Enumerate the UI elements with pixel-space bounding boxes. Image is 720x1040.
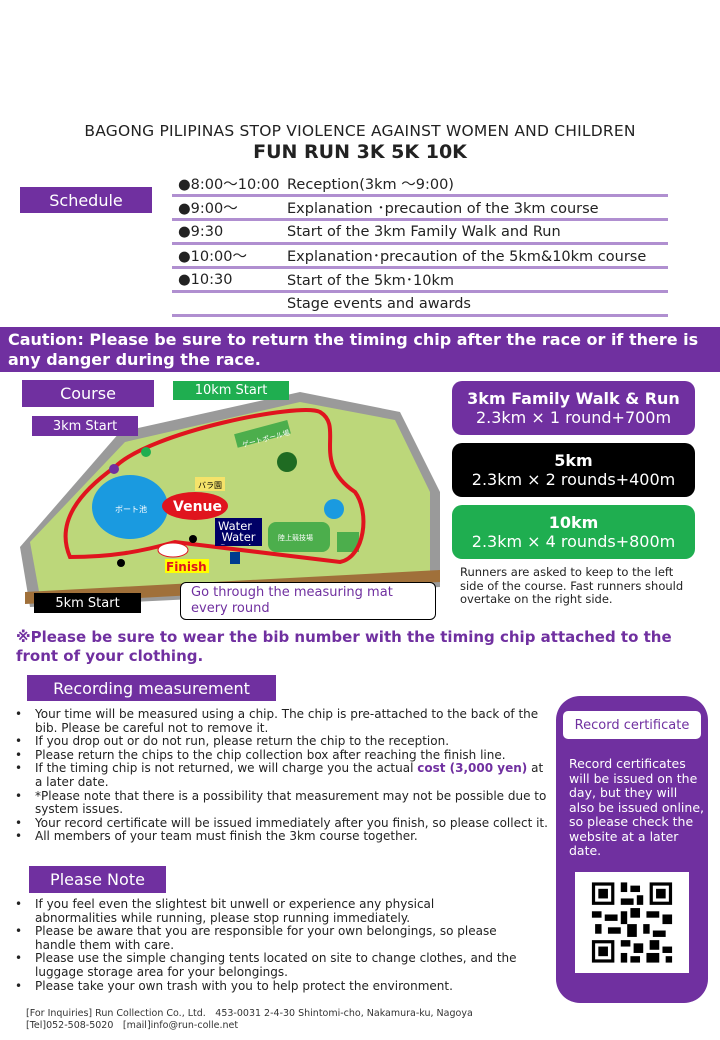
schedule-row: ●9:30 Start of the 3km Family Walk and Ru… <box>172 221 668 245</box>
schedule-time: ●10:00～ <box>178 249 247 265</box>
finish-area <box>157 542 189 558</box>
distance-detail: 2.3km × 4 rounds+800m <box>471 532 676 551</box>
event-title: FUN RUN 3K 5K 10K <box>253 141 467 163</box>
measuring-mat-marker <box>189 535 197 543</box>
schedule-label: Schedule <box>20 187 152 213</box>
recording-list: Your time will be measured using a chip.… <box>15 707 550 844</box>
stadium-label: 陸上競技場 <box>278 533 313 542</box>
record-certificate-text: Record certificates will be issued on th… <box>569 756 704 858</box>
distance-name: 10km <box>548 513 599 532</box>
stadium <box>268 522 330 552</box>
measuring-mat-note: Go through the measuring mat every round <box>180 582 436 620</box>
cost-highlight: cost (3,000 yen) <box>417 761 528 776</box>
rose-garden <box>195 477 225 491</box>
qr-code[interactable] <box>575 872 689 973</box>
distance-name: 3km Family Walk & Run <box>467 389 680 408</box>
venue-label: Venue <box>173 499 222 515</box>
list-item: All members of your team must finish the… <box>15 830 550 844</box>
list-item: Please take your own trash with you to h… <box>15 979 520 994</box>
keep-left-note: Runners are asked to keep to the left si… <box>460 565 684 606</box>
schedule-text: Stage events and awards <box>287 295 471 312</box>
bib-notice: ※Please be sure to wear the bib number w… <box>16 628 672 665</box>
3km-start-label: 3km Start <box>32 416 138 436</box>
5km-start-marker <box>117 559 125 567</box>
footer-address: [For Inquiries] Run Collection Co., Ltd.… <box>26 1008 473 1019</box>
schedule-row: ●8:00～10:00 Reception(3km ～9:00) <box>172 173 668 197</box>
schedule-text: Start of the 3km Family Walk and Run <box>287 223 561 240</box>
schedule-time: ●10:30 <box>178 271 233 288</box>
schedule-text: Reception(3km ～9:00) <box>287 177 454 193</box>
finish-label: Finish <box>166 560 207 574</box>
list-item: Please use the simple changing tents loc… <box>15 952 520 979</box>
water-supply-label: Water Supply <box>219 531 258 545</box>
schedule-row: ●9:00～ Explanation ･precaution of the 3km… <box>172 197 668 221</box>
schedule-time: ●9:00～ <box>178 201 238 217</box>
gateball-field <box>234 419 291 448</box>
5km-start-label: 5km Start <box>34 593 141 613</box>
list-item-text: at a later date. <box>35 761 544 789</box>
distance-detail: 2.3km × 2 rounds+400m <box>471 470 676 489</box>
footer-contact: [Tel]052-508-5020 [mail]info@run-colle.n… <box>26 1020 239 1031</box>
schedule-text: Start of the 5km･10km <box>287 273 454 289</box>
list-item: Please return the chips to the chip coll… <box>15 748 550 763</box>
course-route <box>63 408 366 565</box>
schedule-time: ●9:30 <box>178 223 224 240</box>
list-item-text: If the timing chip is not returned, we w… <box>35 761 414 776</box>
list-item: If the timing chip is not returned, we w… <box>15 762 550 789</box>
schedule-time: ●8:00～10:00 <box>178 177 280 193</box>
course-label: Course <box>22 380 154 407</box>
footer: [For Inquiries] Run Collection Co., Ltd.… <box>26 1008 473 1032</box>
record-certificate-label: Record certificate <box>563 711 701 739</box>
water-supply-bg <box>215 518 262 546</box>
finish-label-bg <box>165 559 209 573</box>
event-subtitle: BAGONG PILIPINAS STOP VIOLENCE AGAINST W… <box>84 122 636 140</box>
distance-name: 5km <box>554 451 593 470</box>
boat-pond <box>92 475 168 539</box>
record-certificate-panel: Record certificate Record certificates w… <box>556 696 708 1003</box>
3km-start-marker <box>109 464 119 474</box>
please-note-label: Please Note <box>29 866 166 893</box>
boat-pond-label: ボート池 <box>115 504 147 514</box>
venue-bubble <box>162 492 228 520</box>
list-item: If you feel even the slightest bit unwel… <box>15 897 520 925</box>
cup-icon <box>230 552 240 564</box>
list-item: Your time will be measured using a chip.… <box>15 707 550 735</box>
distance-detail: 2.3km × 1 round+700m <box>475 408 672 427</box>
10km-start-marker <box>141 447 151 457</box>
schedule-text: Explanation ･precaution of the 3km cours… <box>287 201 599 217</box>
fountain <box>324 499 344 519</box>
list-item: If you drop out or do not run, please re… <box>15 735 550 749</box>
list-item: Your record certificate will be issued i… <box>15 816 550 831</box>
rose-label: バラ園 <box>198 481 222 490</box>
10km-start-label: 10km Start <box>173 381 289 400</box>
caution-banner: Caution: Please be sure to return the ti… <box>0 327 720 372</box>
tennis-court <box>337 532 359 552</box>
schedule-row: Stage events and awards <box>172 293 668 317</box>
tree-icon <box>277 452 297 472</box>
list-item: *Please note that there is a possibility… <box>15 789 550 817</box>
qr-code-icon <box>591 882 673 963</box>
schedule-row: ●10:00～ Explanation･precaution of the 5km… <box>172 245 668 269</box>
schedule-row: ●10:30 Start of the 5km･10km <box>172 269 668 293</box>
recording-label: Recording measurement <box>27 675 276 701</box>
list-item: Please be aware that you are responsible… <box>15 924 520 952</box>
note-list: If you feel even the slightest bit unwel… <box>15 897 520 994</box>
water-label: Water <box>218 519 252 533</box>
schedule-text: Explanation･precaution of the 5km&10km c… <box>287 249 647 265</box>
